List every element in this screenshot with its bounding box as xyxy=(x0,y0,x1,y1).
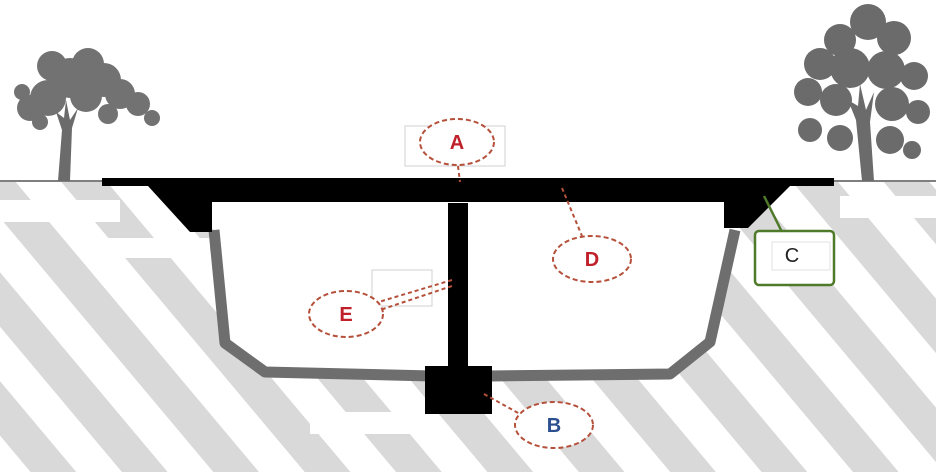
leader-line-a xyxy=(457,165,461,183)
ground-patch xyxy=(310,412,430,434)
ground-patch xyxy=(0,200,120,222)
box-label-c: C xyxy=(753,229,836,287)
callout-b-label: B xyxy=(547,415,561,437)
cavity xyxy=(150,182,790,376)
bridge-girder xyxy=(190,186,747,202)
box-label-c-text: C xyxy=(785,245,799,267)
callout-e-label: E xyxy=(339,304,352,326)
central-pier xyxy=(448,203,468,367)
leader-line-c xyxy=(762,195,784,233)
bridge-deck xyxy=(102,178,834,186)
callout-e: E xyxy=(308,290,384,338)
ground-patch xyxy=(840,196,936,218)
tree-left-icon xyxy=(14,48,160,181)
right-abutment xyxy=(724,186,790,228)
ground-patch xyxy=(100,238,210,258)
selection-box xyxy=(371,269,433,307)
left-abutment xyxy=(148,186,212,232)
callout-a-label: A xyxy=(450,132,464,154)
leader-line-d xyxy=(561,187,583,237)
pier-foundation xyxy=(425,366,492,414)
callout-b: B xyxy=(514,401,594,449)
tree-right-icon xyxy=(794,4,930,181)
callout-d: D xyxy=(552,235,632,283)
retaining-wall xyxy=(208,228,741,382)
callout-a: A xyxy=(419,118,495,166)
callout-d-label: D xyxy=(585,249,599,271)
